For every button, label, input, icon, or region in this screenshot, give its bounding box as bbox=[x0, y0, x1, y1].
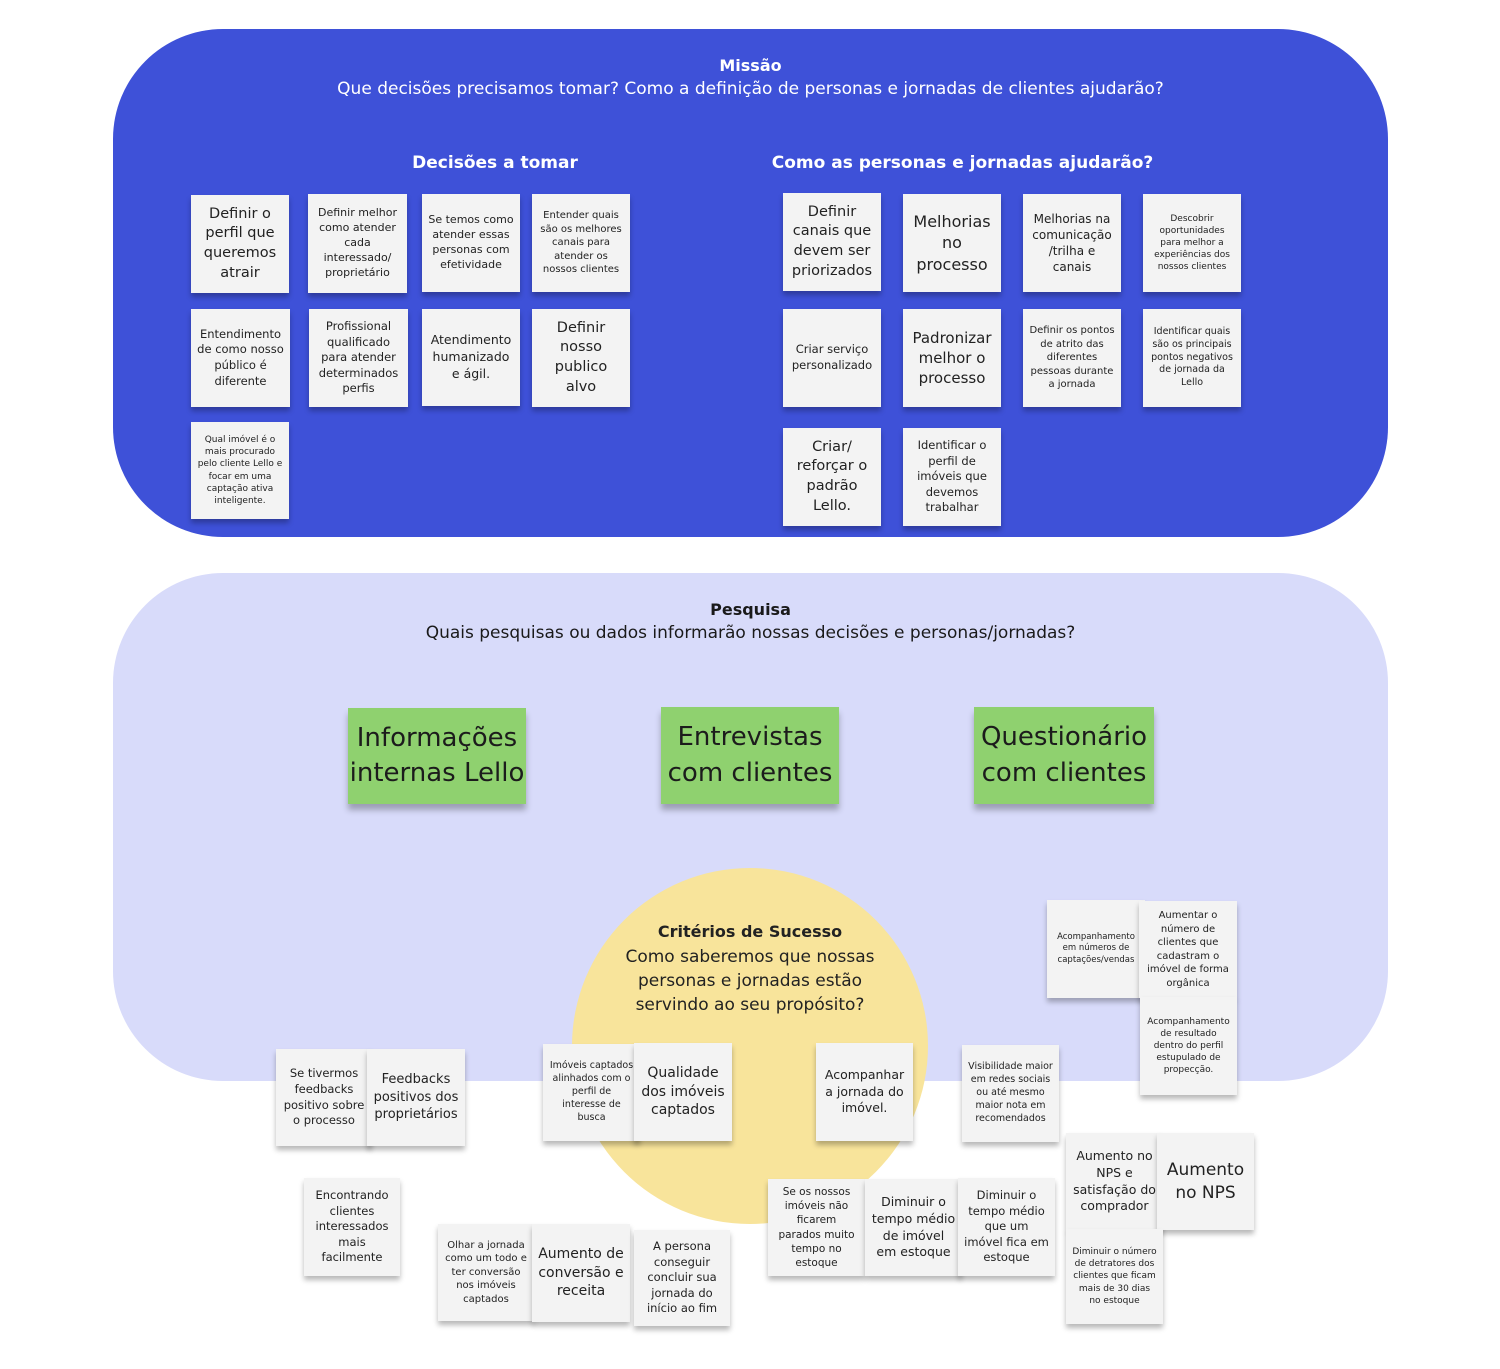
success-note[interactable]: Acompanhar a jornada do imóvel. bbox=[816, 1043, 913, 1141]
help-note[interactable]: Descobrir oportunidades para melhor a ex… bbox=[1143, 194, 1241, 292]
decision-note[interactable]: Definir nosso publico alvo bbox=[532, 309, 630, 407]
research-source-note[interactable]: Entrevistas com clientes bbox=[661, 707, 839, 804]
mission-title: Missão bbox=[719, 56, 782, 75]
success-note[interactable]: Feedbacks positivos dos proprietários bbox=[367, 1049, 465, 1146]
success-note[interactable]: Aumento de conversão e receita bbox=[532, 1224, 630, 1322]
help-note[interactable]: Criar/ reforçar o padrão Lello. bbox=[783, 428, 881, 526]
help-note[interactable]: Padronizar melhor o processo bbox=[903, 309, 1001, 407]
success-note[interactable]: Aumento no NPS bbox=[1157, 1133, 1254, 1230]
research-subtitle: Quais pesquisas ou dados informarão noss… bbox=[425, 623, 1076, 643]
success-note[interactable]: Se os nossos imóveis não ficarem parados… bbox=[768, 1179, 865, 1276]
success-note[interactable]: Acompanhamento em números de captações/v… bbox=[1047, 900, 1145, 998]
help-note[interactable]: Melhorias na comunicação /trilha e canai… bbox=[1023, 194, 1121, 292]
success-note[interactable]: Visibilidade maior em redes sociais ou a… bbox=[962, 1045, 1059, 1142]
decision-note[interactable]: Entender quais são os melhores canais pa… bbox=[532, 194, 630, 292]
decision-note[interactable]: Definir melhor como atender cada interes… bbox=[308, 194, 407, 293]
success-note[interactable]: Diminuir o tempo médio de imóvel em esto… bbox=[865, 1179, 962, 1276]
success-note[interactable]: A persona conseguir concluir sua jornada… bbox=[634, 1230, 730, 1326]
success-note[interactable]: Aumentar o número de clientes que cadast… bbox=[1139, 901, 1237, 998]
help-heading: Como as personas e jornadas ajudarão? bbox=[771, 153, 1154, 173]
decision-note[interactable]: Entendimento de como nosso público é dif… bbox=[191, 309, 290, 407]
success-note[interactable]: Encontrando clientes interessados mais f… bbox=[304, 1178, 400, 1276]
success-note[interactable]: Aumento no NPS e satisfação do comprador bbox=[1066, 1133, 1163, 1230]
research-title: Pesquisa bbox=[710, 600, 791, 619]
success-note[interactable]: Imóveis captados alinhados com o perfil … bbox=[543, 1044, 640, 1141]
success-note[interactable]: Acompanhamento de resultado dentro do pe… bbox=[1140, 997, 1237, 1095]
research-source-note[interactable]: Informações internas Lello bbox=[348, 708, 526, 804]
help-note[interactable]: Melhorias no processo bbox=[903, 194, 1001, 292]
success-subtitle: Como saberemos que nossas personas e jor… bbox=[625, 947, 875, 1016]
success-note[interactable]: Diminuir o número de detratores dos clie… bbox=[1066, 1229, 1163, 1324]
success-note[interactable]: Qualidade dos imóveis captados bbox=[634, 1043, 732, 1141]
decision-note[interactable]: Atendimento humanizado e ágil. bbox=[422, 309, 520, 406]
help-note[interactable]: Identificar o perfil de imóveis que deve… bbox=[903, 428, 1001, 526]
help-note[interactable]: Definir canais que devem ser priorizados bbox=[783, 193, 881, 291]
decisions-heading: Decisões a tomar bbox=[412, 153, 578, 173]
research-source-note[interactable]: Questionário com clientes bbox=[974, 707, 1154, 804]
success-note[interactable]: Olhar a jornada como um todo e ter conve… bbox=[438, 1224, 534, 1321]
help-note[interactable]: Identificar quais são os principais pont… bbox=[1143, 309, 1241, 407]
decision-note[interactable]: Profissional qualificado para atender de… bbox=[309, 309, 408, 407]
mission-subtitle: Que decisões precisamos tomar? Como a de… bbox=[337, 79, 1164, 99]
success-title: Critérios de Sucesso bbox=[657, 922, 843, 941]
help-note[interactable]: Definir os pontos de atrito das diferent… bbox=[1023, 309, 1121, 407]
decision-note[interactable]: Se temos como atender essas personas com… bbox=[422, 194, 520, 292]
decision-note[interactable]: Qual imóvel é o mais procurado pelo clie… bbox=[191, 422, 289, 519]
success-note[interactable]: Diminuir o tempo médio que um imóvel fic… bbox=[958, 1178, 1055, 1276]
success-note[interactable]: Se tivermos feedbacks positivo sobre o p… bbox=[276, 1049, 372, 1146]
decision-note[interactable]: Definir o perfil que queremos atrair bbox=[191, 195, 289, 293]
help-note[interactable]: Criar serviço personalizado bbox=[783, 309, 881, 407]
